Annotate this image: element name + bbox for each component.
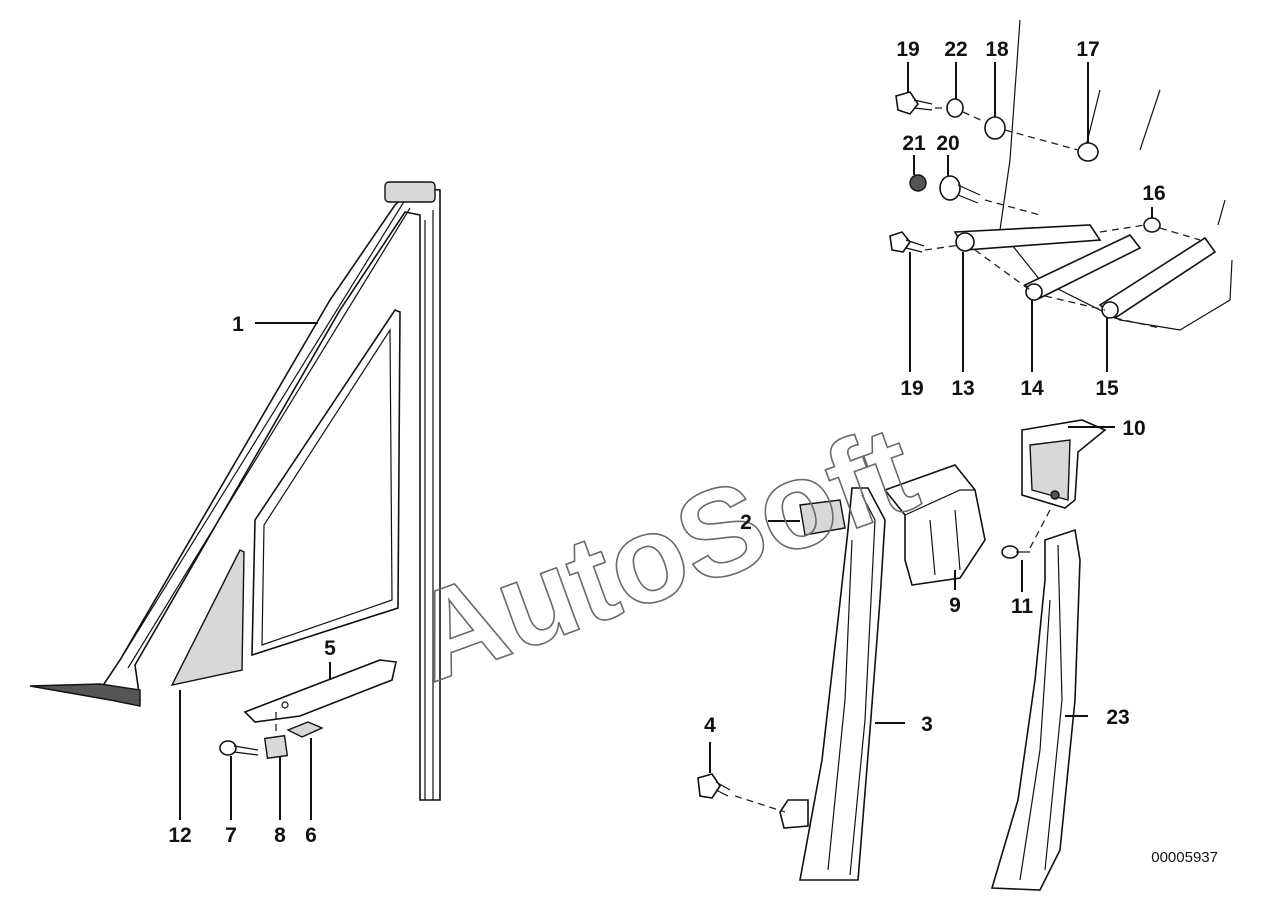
callout-3: 3 xyxy=(921,713,933,736)
callout-12: 12 xyxy=(168,824,191,847)
part-8-clip-nut xyxy=(263,734,289,760)
callout-19-top: 19 xyxy=(896,38,919,61)
callout-21: 21 xyxy=(902,132,926,155)
part-4-bolt xyxy=(697,773,786,813)
callout-labels: 1 2 3 4 5 6 7 8 9 10 11 12 13 14 15 16 1… xyxy=(168,38,1165,847)
callout-7: 7 xyxy=(225,824,237,847)
part-12-corner-filler xyxy=(170,549,245,686)
part-16-washer xyxy=(1143,217,1161,233)
callout-6: 6 xyxy=(305,824,317,847)
part-23-rear-guide-rail xyxy=(990,528,1081,891)
part-1-frame-seal xyxy=(29,181,441,801)
drawing-number: 00005937 xyxy=(1151,849,1218,866)
part-19-bolt-bottom xyxy=(889,231,925,253)
part-11-screw xyxy=(1001,509,1051,559)
callout-1: 1 xyxy=(232,313,244,336)
callout-14: 14 xyxy=(1020,377,1044,400)
part-21-nut xyxy=(909,174,927,192)
callout-4: 4 xyxy=(704,714,716,737)
callout-11: 11 xyxy=(1011,595,1034,618)
callout-17: 17 xyxy=(1076,38,1099,61)
callout-23: 23 xyxy=(1106,706,1129,729)
part-17-bushing xyxy=(1077,142,1099,162)
callout-22: 22 xyxy=(944,38,967,61)
callout-15: 15 xyxy=(1095,377,1119,400)
part-5-mounting-plate xyxy=(243,659,397,723)
part-vent-glass xyxy=(251,309,401,657)
part-18-bushing xyxy=(984,116,1006,140)
part-10-bracket xyxy=(1021,419,1107,509)
part-7-screw xyxy=(219,740,259,756)
callout-2: 2 xyxy=(740,511,752,534)
callout-9: 9 xyxy=(949,594,961,617)
hinge-assembly xyxy=(889,19,1233,331)
part-22-washer xyxy=(946,98,964,118)
callout-5: 5 xyxy=(324,637,336,660)
part-2-clip xyxy=(799,499,846,536)
callout-8: 8 xyxy=(274,824,286,847)
callout-16: 16 xyxy=(1142,182,1165,205)
callout-18: 18 xyxy=(985,38,1009,61)
part-13-link xyxy=(953,224,1102,251)
part-20-bolt xyxy=(939,175,981,204)
callout-10: 10 xyxy=(1122,417,1145,440)
leader-lines xyxy=(179,62,1153,820)
part-6-pad xyxy=(286,721,324,738)
part-3-guide-rail xyxy=(779,487,886,881)
part-19-bolt-top xyxy=(895,91,933,115)
callout-20: 20 xyxy=(936,132,959,155)
callout-13: 13 xyxy=(951,377,974,400)
callout-19-bottom: 19 xyxy=(900,377,923,400)
part-9-cover xyxy=(883,464,986,586)
